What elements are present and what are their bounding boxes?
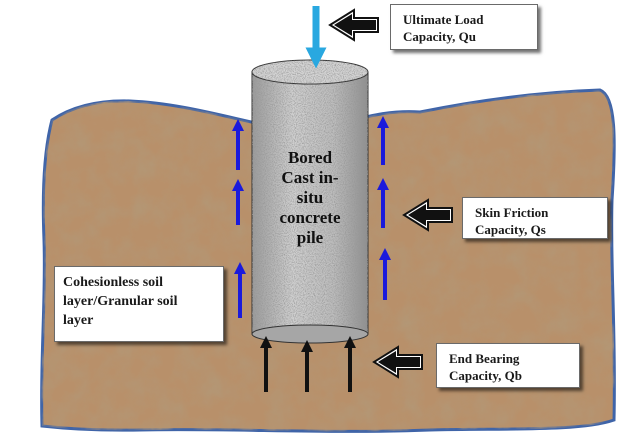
skin-friction-arrows-left	[232, 119, 246, 318]
skin-friction-arrows-right	[377, 116, 391, 300]
soil-layer-line: layer	[63, 313, 94, 328]
skin-friction-line: Capacity, Qs	[475, 222, 546, 237]
pile-label-line: concrete	[279, 208, 341, 227]
ultimate-load-line: Capacity, Qu	[403, 29, 476, 44]
soil-layer-label: Cohesionless soil layer/Granular soil la…	[54, 266, 224, 342]
end-bearing-label: End Bearing Capacity, Qb	[436, 343, 580, 388]
pointer-arrow-skin	[402, 198, 453, 232]
pile-label-line: situ	[296, 188, 324, 207]
pile-label-line: Bored	[287, 148, 333, 167]
end-bearing-arrows	[260, 336, 356, 392]
soil-layer-line: Cohesionless soil	[63, 275, 163, 290]
end-bearing-line: End Bearing	[449, 351, 520, 366]
skin-friction-line: Skin Friction	[475, 205, 549, 220]
ultimate-load-label: Ultimate Load Capacity, Qu	[390, 4, 538, 50]
skin-friction-label: Skin Friction Capacity, Qs	[462, 197, 608, 239]
pile-label-line: Cast in-	[281, 168, 339, 187]
end-bearing-line: Capacity, Qb	[449, 368, 522, 383]
concrete-pile	[251, 59, 369, 344]
pile-label-line: pile	[296, 228, 324, 247]
pile-label: Bored Cast in- situ concrete pile	[252, 148, 368, 248]
ultimate-load-line: Ultimate Load	[403, 12, 484, 27]
pointer-arrow-bearing	[372, 345, 423, 379]
soil-layer-line: layer/Granular soil	[63, 294, 178, 309]
pointer-arrow-ultimate	[328, 8, 379, 42]
